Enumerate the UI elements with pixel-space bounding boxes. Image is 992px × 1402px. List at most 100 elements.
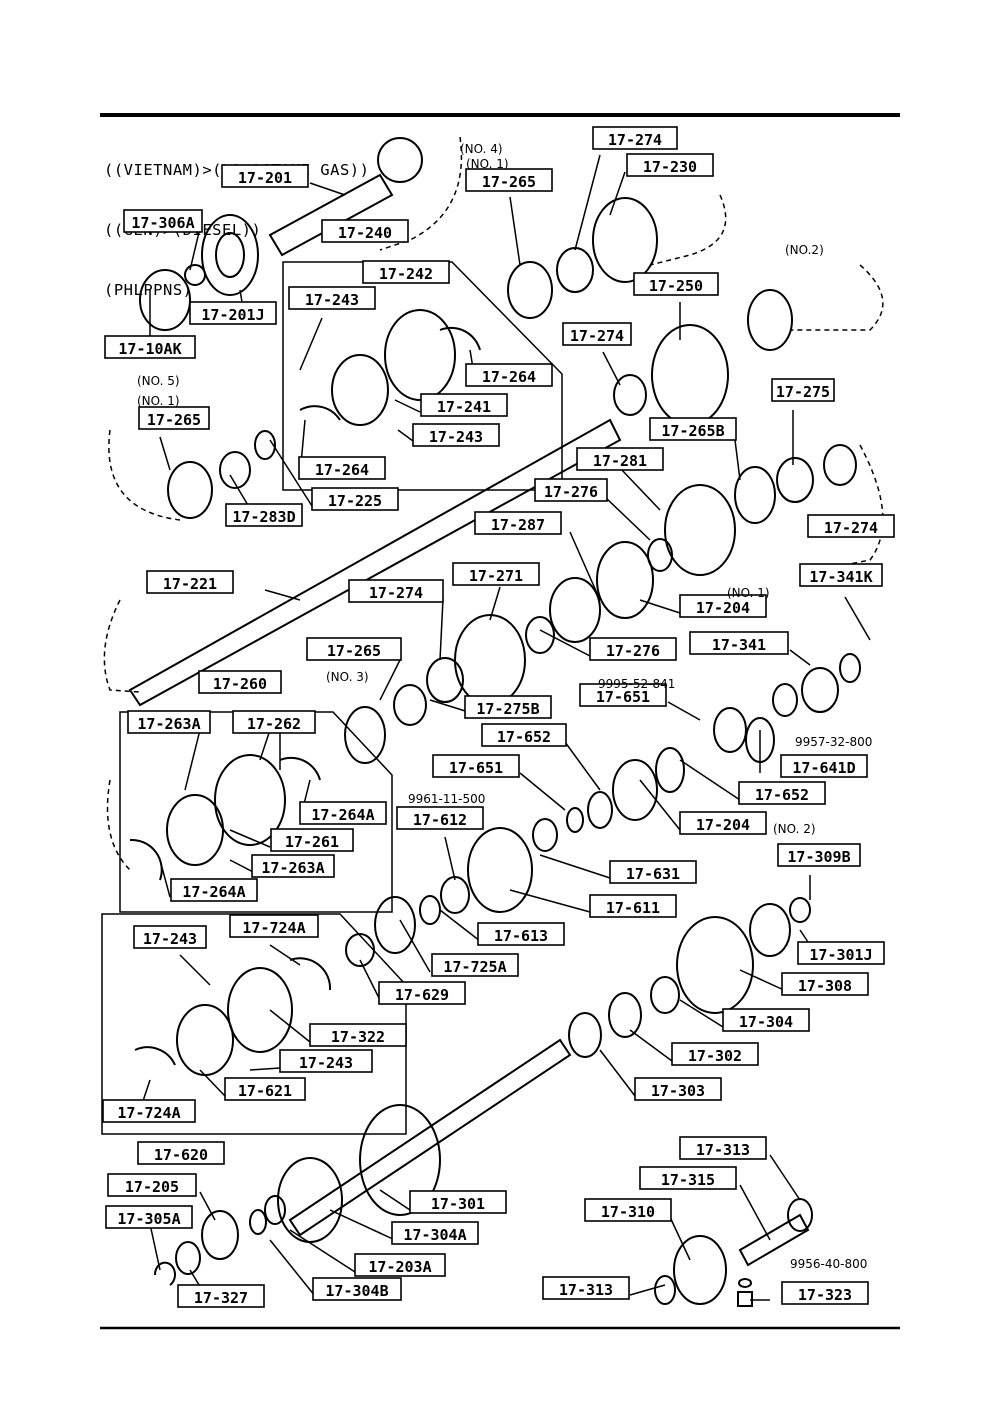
nut-629-part xyxy=(345,933,375,967)
part-label-17-243: 17-243 xyxy=(279,1049,373,1073)
part-number-text: 17-265 xyxy=(482,173,536,191)
part-label-17-240: 17-240 xyxy=(321,219,409,243)
part-label-17-274: 17-274 xyxy=(348,579,444,603)
part-number-text: 17-260 xyxy=(213,675,267,693)
part-label-box xyxy=(409,1190,507,1214)
part-label-box xyxy=(777,843,861,867)
part-label-box xyxy=(221,164,309,188)
annotation-text: (NO. 1) xyxy=(137,394,180,408)
bearing-201j-part xyxy=(201,214,259,296)
idler-gear-310-part xyxy=(673,1235,727,1305)
needle-bearing-612-part xyxy=(440,876,470,914)
part-number-text: 17-10AK xyxy=(118,340,181,358)
part-label-17-305a: 17-305A xyxy=(105,1205,193,1229)
bolt-323-part xyxy=(737,1291,753,1307)
part-label-box xyxy=(138,406,210,430)
part-label-box xyxy=(279,1049,373,1073)
part-label-17-201j: 17-201J xyxy=(189,301,277,325)
part-label-17-313: 17-313 xyxy=(542,1276,630,1300)
part-label-box xyxy=(481,723,567,747)
gear-308-part xyxy=(676,916,754,1014)
part-label-box xyxy=(432,754,520,778)
phantom-line-right xyxy=(790,264,884,331)
part-label-box xyxy=(589,894,677,918)
part-label-box xyxy=(104,335,196,359)
part-number-text: 17-263A xyxy=(261,859,324,877)
gear-271-part xyxy=(454,614,526,706)
phantom-line-260 xyxy=(106,779,131,871)
needle-bearing-274d-part xyxy=(426,657,464,703)
washer-313-part xyxy=(787,1198,813,1232)
part-label-box xyxy=(306,637,402,661)
part-number-text: 17-341K xyxy=(809,568,872,586)
part-label-17-261: 17-261 xyxy=(270,828,354,852)
phantom-line-274 xyxy=(819,444,884,571)
part-label-17-276: 17-276 xyxy=(589,637,677,661)
part-number-text: 17-652 xyxy=(497,728,551,746)
part-number-text: 17-204 xyxy=(696,599,750,617)
part-label-box xyxy=(137,1141,225,1165)
part-label-box xyxy=(542,1276,630,1300)
part-number-text: 17-631 xyxy=(626,865,680,883)
part-label-17-652: 17-652 xyxy=(481,723,567,747)
part-number-text: 17-242 xyxy=(379,265,433,283)
part-label-17-315: 17-315 xyxy=(639,1166,737,1190)
part-label-box xyxy=(229,914,319,938)
snap-ring-9957-part xyxy=(839,653,861,683)
part-label-17-281: 17-281 xyxy=(576,447,664,471)
part-number-text: 17-204 xyxy=(696,816,750,834)
part-label-box xyxy=(562,322,632,346)
nut-341-part xyxy=(801,667,839,713)
annotation-text: 9995-52-841 xyxy=(598,677,675,691)
part-number-text: 17-322 xyxy=(331,1028,385,1046)
part-number-text: 17-264A xyxy=(311,806,374,824)
part-label-17-265: 17-265 xyxy=(306,637,402,661)
part-label-box xyxy=(679,594,767,618)
part-number-text: 17-241 xyxy=(437,398,491,416)
part-label-box xyxy=(431,953,519,977)
part-label-17-263a: 17-263A xyxy=(127,710,211,734)
part-number-text: 17-243 xyxy=(305,291,359,309)
part-label-box xyxy=(781,1281,869,1305)
part-label-box xyxy=(251,854,335,878)
ring-651-part xyxy=(566,807,584,833)
sleeve-262-part xyxy=(214,754,286,846)
part-number-text: 17-274 xyxy=(570,327,624,345)
part-label-box xyxy=(639,1166,737,1190)
part-number-text: 17-283D xyxy=(232,508,295,526)
spring-264-lower-part xyxy=(299,405,341,421)
annotation-text: 9957-32-800 xyxy=(795,735,872,749)
part-number-text: 17-725A xyxy=(443,958,506,976)
part-number-text: 17-275B xyxy=(476,700,539,718)
part-number-text: 17-612 xyxy=(413,811,467,829)
bearing-301j-part xyxy=(749,903,791,957)
part-number-text: 17-304A xyxy=(403,1226,466,1244)
part-label-box xyxy=(362,260,450,284)
part-label-box xyxy=(689,631,789,655)
annotation-text: 9956-40-800 xyxy=(790,1257,867,1271)
washer-652-part xyxy=(655,747,685,793)
part-number-text: 17-201 xyxy=(238,169,292,187)
sync-ring-265-left-part xyxy=(167,461,213,519)
ring-9961-part xyxy=(532,818,558,852)
part-label-17-631: 17-631 xyxy=(609,860,697,884)
part-label-box xyxy=(452,562,540,586)
bearing-201j-inner-part xyxy=(215,232,245,278)
gear-302-part xyxy=(608,992,642,1038)
bearing-204-no2-part xyxy=(612,759,658,821)
spring-264a-lower-part xyxy=(129,838,163,881)
phantom-line-mainshaft xyxy=(103,599,141,693)
ring-9995-part xyxy=(713,707,747,753)
part-label-17-243: 17-243 xyxy=(133,925,207,949)
sync-ring-265b-part xyxy=(734,466,776,524)
part-label-17-264: 17-264 xyxy=(465,363,553,387)
part-label-box xyxy=(465,363,553,387)
part-number-text: 17-264 xyxy=(315,461,369,479)
note-line-3: (PHLPPNS) xyxy=(104,281,193,299)
part-label-17-262: 17-262 xyxy=(232,710,316,734)
part-number-text: 17-651 xyxy=(596,688,650,706)
leader-lines xyxy=(139,154,871,1304)
spring-264a-part xyxy=(279,756,321,781)
snap-ring-10ak-part xyxy=(139,269,191,331)
